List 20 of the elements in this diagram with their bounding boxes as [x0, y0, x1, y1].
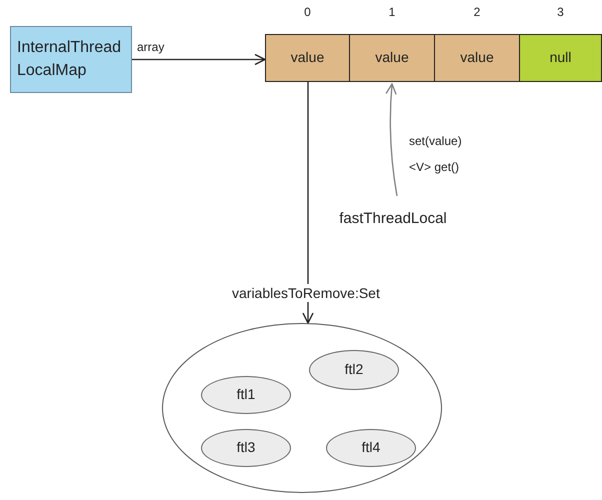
- index-label: 0: [303, 5, 312, 19]
- node-text: value: [290, 48, 324, 68]
- node-text: null: [550, 48, 572, 68]
- class-box: [10, 26, 132, 93]
- arrow: [132, 54, 266, 66]
- node-text: ftl3: [236, 438, 256, 458]
- arrow: [302, 82, 314, 324]
- arrow: [386, 83, 398, 196]
- node-text: value: [375, 48, 409, 68]
- index-label: 1: [388, 5, 396, 19]
- node-text: ftl1: [236, 385, 256, 404]
- node-text: ftl2: [344, 360, 364, 380]
- node-text: value: [460, 48, 494, 68]
- index-label: 2: [472, 5, 482, 19]
- item-ellipse: [326, 429, 416, 467]
- item-ellipse: [201, 429, 291, 467]
- node-text: InternalThreadLocalMap: [17, 38, 122, 80]
- node-text: ftl4: [362, 438, 380, 458]
- index-label: 3: [556, 5, 565, 19]
- node-text: fastThreadLocal: [339, 208, 447, 228]
